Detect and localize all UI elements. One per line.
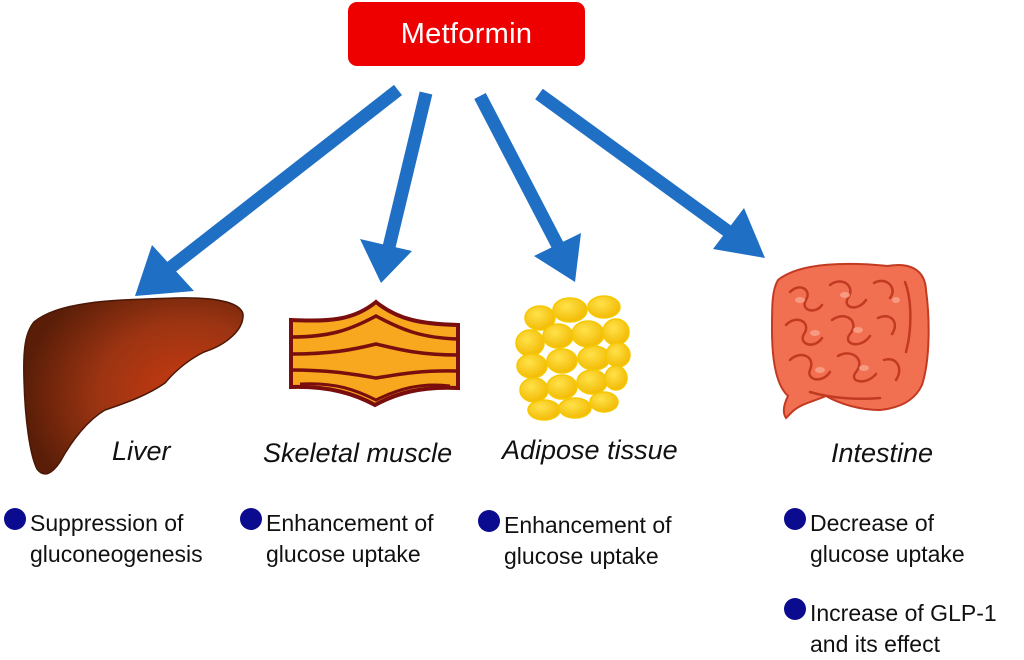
effect-line: and its effect	[810, 631, 940, 657]
metformin-label: Metformin	[400, 17, 533, 50]
skeletal-muscle-effect: Enhancement of glucose uptake	[240, 508, 434, 570]
effect-line: Enhancement of	[504, 512, 672, 538]
liver-label: Liver	[112, 436, 171, 466]
intestine-icon	[770, 262, 930, 420]
metformin-box: Metformin	[348, 2, 585, 66]
arrow-to-liver	[135, 84, 402, 296]
bullet-dot	[240, 508, 262, 530]
intestine-label: Intestine	[831, 438, 934, 468]
adipose-tissue-label: Adipose tissue	[502, 435, 678, 465]
skeletal-muscle-label: Skeletal muscle	[263, 438, 453, 468]
effect-line: Decrease of	[810, 510, 935, 536]
bullet-dot	[784, 508, 806, 530]
arrow-to-skeletal-muscle	[360, 91, 433, 283]
effect-line: Increase of GLP-1	[810, 600, 997, 626]
effect-line: Enhancement of	[266, 510, 434, 536]
intestine-effect-2: Increase of GLP-1 and its effect	[784, 598, 997, 660]
arrow-to-intestine	[535, 88, 765, 258]
bullet-dot	[478, 510, 500, 532]
skeletal-muscle-icon	[289, 299, 460, 408]
effect-line: glucose uptake	[810, 541, 965, 567]
intestine-effect-1: Decrease of glucose uptake	[784, 508, 965, 570]
liver-icon	[23, 297, 244, 475]
effect-line: gluconeogenesis	[30, 541, 203, 567]
adipose-tissue-icon	[515, 295, 631, 421]
liver-effect: Suppression of gluconeogenesis	[4, 508, 203, 570]
effect-line: glucose uptake	[266, 541, 421, 567]
bullet-dot	[4, 508, 26, 530]
adipose-tissue-effect: Enhancement of glucose uptake	[478, 510, 672, 572]
bullet-dot	[784, 598, 806, 620]
effect-line: Suppression of	[30, 510, 184, 536]
arrow-to-adipose-tissue	[474, 93, 581, 282]
effect-line: glucose uptake	[504, 543, 659, 569]
